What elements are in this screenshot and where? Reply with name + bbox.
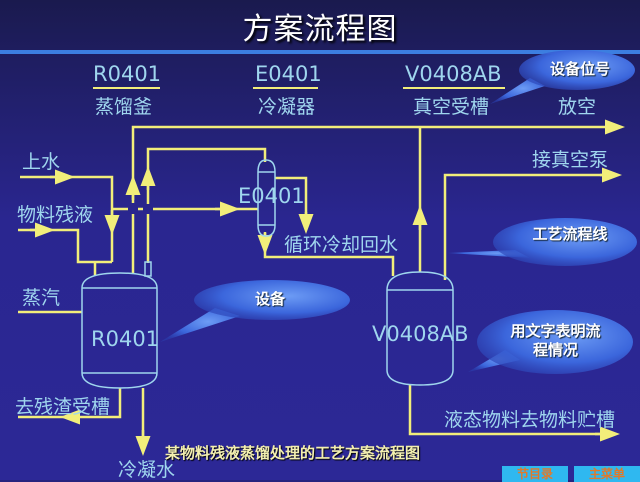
callout-text-desc: 用文字表明流程情况 xyxy=(510,322,601,359)
callout-equipment xyxy=(160,280,350,342)
tag-code-r0401: R0401 xyxy=(93,62,162,86)
vessel-tag-receiver: V0408AB xyxy=(372,322,469,346)
label-water-in: 上水 xyxy=(22,151,61,173)
main-menu-button[interactable]: 主菜单 xyxy=(574,466,640,482)
tag-name-v0408ab: 真空受槽 xyxy=(413,96,490,118)
receiver-v0408ab xyxy=(386,271,454,386)
process-lines xyxy=(18,119,625,456)
label-to-residue-tank: 去残渣受槽 xyxy=(15,396,111,418)
callout-text-equipment: 设备 xyxy=(254,290,285,308)
label-steam: 蒸汽 xyxy=(22,287,61,309)
title-divider xyxy=(0,50,640,54)
condenser-e0401 xyxy=(257,159,276,237)
vessel-tag-condenser: E0401 xyxy=(238,184,305,208)
callout-equipment-tag xyxy=(490,50,635,104)
line-vacuum xyxy=(443,173,612,280)
tag-name-e0401: 冷凝器 xyxy=(258,96,316,118)
label-cooling-return: 循环冷却回水 xyxy=(284,234,399,256)
label-liquid-storage: 液态物料去物料贮槽 xyxy=(444,409,616,431)
label-condensate: 冷凝水 xyxy=(118,459,176,481)
tag-code-v0408ab: V0408AB xyxy=(405,62,502,86)
tag-code-e0401: E0401 xyxy=(255,62,322,86)
diagram-caption: 某物料残液蒸馏处理的工艺方案流程图 xyxy=(165,444,421,462)
section-index-button[interactable]: 节目录 xyxy=(502,466,568,482)
line-residue-feed xyxy=(18,228,112,276)
label-vacuum-pump: 接真空泵 xyxy=(532,149,609,171)
line-cooling-out xyxy=(275,176,308,222)
callout-text-equipment-tag: 设备位号 xyxy=(549,60,610,78)
vessel-tag-reactor: R0401 xyxy=(91,327,160,351)
callout-text-process-line: 工艺流程线 xyxy=(532,225,608,243)
page-title: 方案流程图 xyxy=(242,12,398,47)
callout-text-desc xyxy=(468,310,633,374)
label-residue-feed: 物料残液 xyxy=(17,204,94,226)
line-residue-out xyxy=(18,388,122,419)
label-vent: 放空 xyxy=(558,96,597,118)
tag-name-r0401: 蒸馏釜 xyxy=(95,96,153,118)
line-liquid-out xyxy=(408,385,610,436)
reactor-r0401 xyxy=(81,261,158,389)
callout-process-line xyxy=(448,218,637,266)
